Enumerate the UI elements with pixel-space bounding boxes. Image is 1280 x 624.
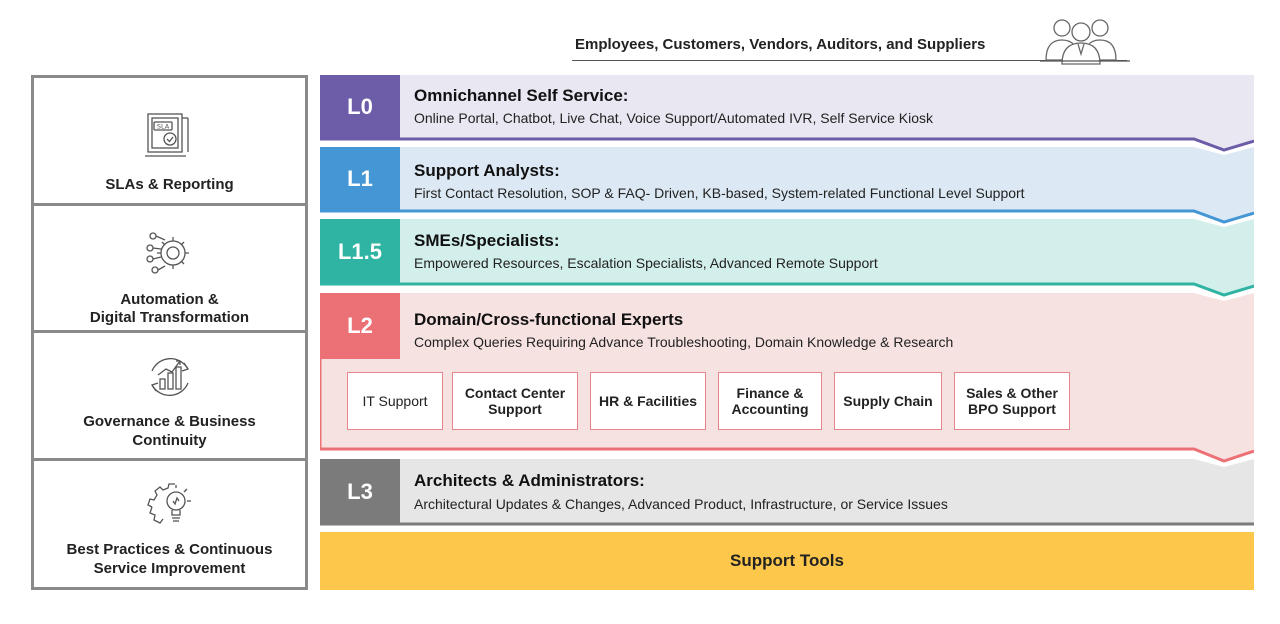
badge-l3: L3: [320, 459, 400, 525]
left-label-governance-line1: Governance & Business: [83, 413, 256, 430]
audience-underline: [572, 60, 1127, 61]
left-label-slas-reporting: SLAs & Reporting: [105, 176, 234, 193]
svg-text:SLA: SLA: [156, 123, 169, 131]
badge-l1: L1: [320, 147, 400, 211]
left-box-automation: Automation & Digital Transformation: [31, 203, 308, 333]
level-l0-description: Online Portal, Chatbot, Live Chat, Voice…: [414, 110, 934, 126]
level-l1-5-title: SMEs/Specialists:: [414, 231, 560, 250]
domain-finance-accounting: Finance &Accounting: [718, 372, 822, 430]
badge-l1-5: L1.5: [320, 219, 400, 284]
sla-report-icon: SLA: [142, 108, 198, 169]
level-l1-5: L1.5 SMEs/Specialists: Empowered Resourc…: [320, 219, 1254, 299]
level-l3-band: [320, 459, 1254, 526]
level-l1-title: Support Analysts:: [414, 161, 560, 180]
left-label-best-practices-line2: Service Improvement: [93, 560, 246, 577]
level-l3-title: Architects & Administrators:: [414, 471, 645, 490]
left-box-slas-reporting: SLA SLAs & Reporting: [31, 75, 308, 206]
left-label-automation-line1: Automation &: [120, 291, 219, 308]
level-l0-title: Omnichannel Self Service:: [414, 86, 629, 105]
domain-supply-chain: Supply Chain: [834, 372, 942, 430]
badge-l0: L0: [320, 75, 400, 139]
audience-label: Employees, Customers, Vendors, Auditors,…: [575, 36, 986, 53]
level-l2-title: Domain/Cross-functional Experts: [414, 310, 684, 329]
domain-it-support: IT Support: [347, 372, 443, 430]
level-l1-band: [320, 147, 1254, 224]
support-tools-label: Support Tools: [730, 551, 844, 570]
level-l1-5-band: [320, 219, 1254, 297]
left-box-best-practices: Best Practices & Continuous Service Impr…: [31, 458, 308, 590]
level-l0: L0 Omnichannel Self Service: Online Port…: [320, 75, 1254, 153]
people-group-icon: [1040, 14, 1130, 71]
level-l1-description: First Contact Resolution, SOP & FAQ- Dri…: [414, 185, 1025, 201]
left-label-governance-line2: Continuity: [132, 432, 207, 449]
support-tools-bar: Support Tools: [320, 532, 1254, 590]
level-l2-description: Complex Queries Requiring Advance Troubl…: [414, 334, 954, 350]
automation-gear-icon: [143, 226, 197, 285]
badge-l2: L2: [320, 293, 400, 359]
level-l1-5-description: Empowered Resources, Escalation Speciali…: [414, 255, 878, 271]
growth-cycle-icon: [142, 349, 198, 410]
level-l1: L1 Support Analysts: First Contact Resol…: [320, 147, 1254, 225]
idea-gear-icon: [142, 477, 198, 538]
left-box-governance: Governance & Business Continuity: [31, 330, 308, 461]
left-label-automation-line2: Digital Transformation: [89, 309, 250, 326]
level-l2: L2 Domain/Cross-functional Experts Compl…: [320, 293, 1254, 465]
level-l3: L3 Architects & Administrators: Architec…: [320, 459, 1254, 527]
left-label-best-practices-line1: Best Practices & Continuous: [66, 541, 273, 558]
level-l3-description: Architectural Updates & Changes, Advance…: [414, 496, 948, 512]
level-l0-band: [320, 75, 1254, 152]
domain-hr-facilities: HR & Facilities: [590, 372, 706, 430]
